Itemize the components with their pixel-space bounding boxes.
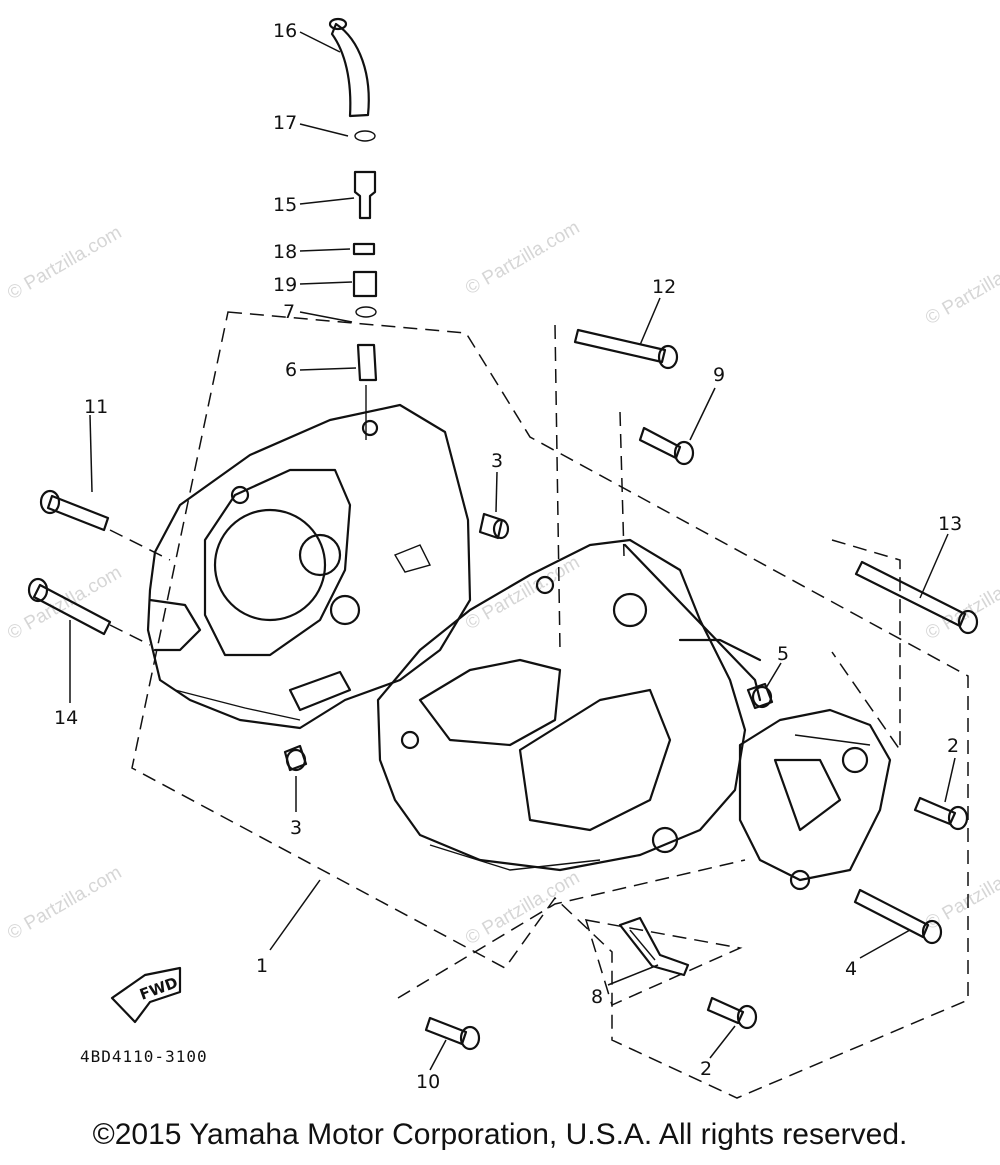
callout-12: 12 (652, 276, 676, 298)
diagram-code: 4BD4110-3100 (80, 1047, 208, 1066)
bolt-14 (27, 577, 112, 636)
right-cover (738, 708, 892, 891)
watermark: © Partzilla.com (4, 562, 125, 644)
bolt-2-upper (913, 796, 969, 831)
bolt-11 (39, 489, 110, 532)
dowel-pins (283, 512, 774, 772)
bolt-4 (853, 888, 943, 945)
fwd-arrow: FWD (110, 966, 182, 1024)
watermark: © Partzilla.com (462, 217, 583, 299)
assembly-outlines (109, 311, 969, 1099)
bolt-2-lower (706, 996, 758, 1030)
callout-5: 5 (777, 643, 789, 665)
callout-16: 16 (273, 20, 297, 42)
callout-18: 18 (273, 241, 297, 263)
watermark: © Partzilla.com (922, 247, 1000, 329)
callout-7: 7 (283, 301, 295, 323)
left-crankcase (146, 403, 472, 730)
callout-6: 6 (285, 359, 297, 381)
callout-3-upper: 3 (491, 450, 503, 472)
bolts (27, 328, 979, 1051)
callout-17: 17 (273, 112, 297, 134)
callout-10: 10 (416, 1071, 440, 1093)
parts-diagram: © Partzilla.com © Partzilla.com © Partzi… (4, 17, 1000, 1099)
watermark: © Partzilla.com (462, 552, 583, 634)
bracket-8 (618, 916, 690, 977)
callout-9: 9 (713, 364, 725, 386)
callout-1: 1 (256, 955, 268, 977)
watermark: © Partzilla.com (4, 222, 125, 304)
watermark: © Partzilla.com (4, 862, 125, 944)
bolt-13 (854, 560, 979, 635)
dowel-5 (746, 682, 774, 710)
callout-11: 11 (84, 396, 108, 418)
callout-13: 13 (938, 513, 962, 535)
watermark: © Partzilla.com (922, 562, 1000, 644)
callout-14: 14 (54, 707, 78, 729)
callout-2-upper: 2 (947, 735, 959, 757)
dowel-3-lower (283, 744, 308, 772)
callouts: 16 17 15 18 19 7 6 12 9 3 11 14 3 13 5 2… (54, 20, 962, 1093)
leader-lines (69, 31, 956, 1071)
callout-4: 4 (845, 958, 857, 980)
bolt-12 (573, 328, 679, 370)
right-crankcase (376, 538, 762, 872)
callout-19: 19 (273, 274, 297, 296)
bolt-10 (424, 1016, 481, 1051)
copyright-notice: ©2015 Yamaha Motor Corporation, U.S.A. A… (92, 1118, 908, 1151)
callout-2-lower: 2 (700, 1058, 712, 1080)
watermarks: © Partzilla.com © Partzilla.com © Partzi… (4, 217, 1000, 949)
callout-8: 8 (591, 986, 603, 1008)
breather-parts (328, 17, 378, 440)
callout-15: 15 (273, 194, 297, 216)
bolt-9 (638, 426, 695, 466)
dowel-3-upper (478, 512, 510, 540)
callout-3-lower: 3 (290, 817, 302, 839)
